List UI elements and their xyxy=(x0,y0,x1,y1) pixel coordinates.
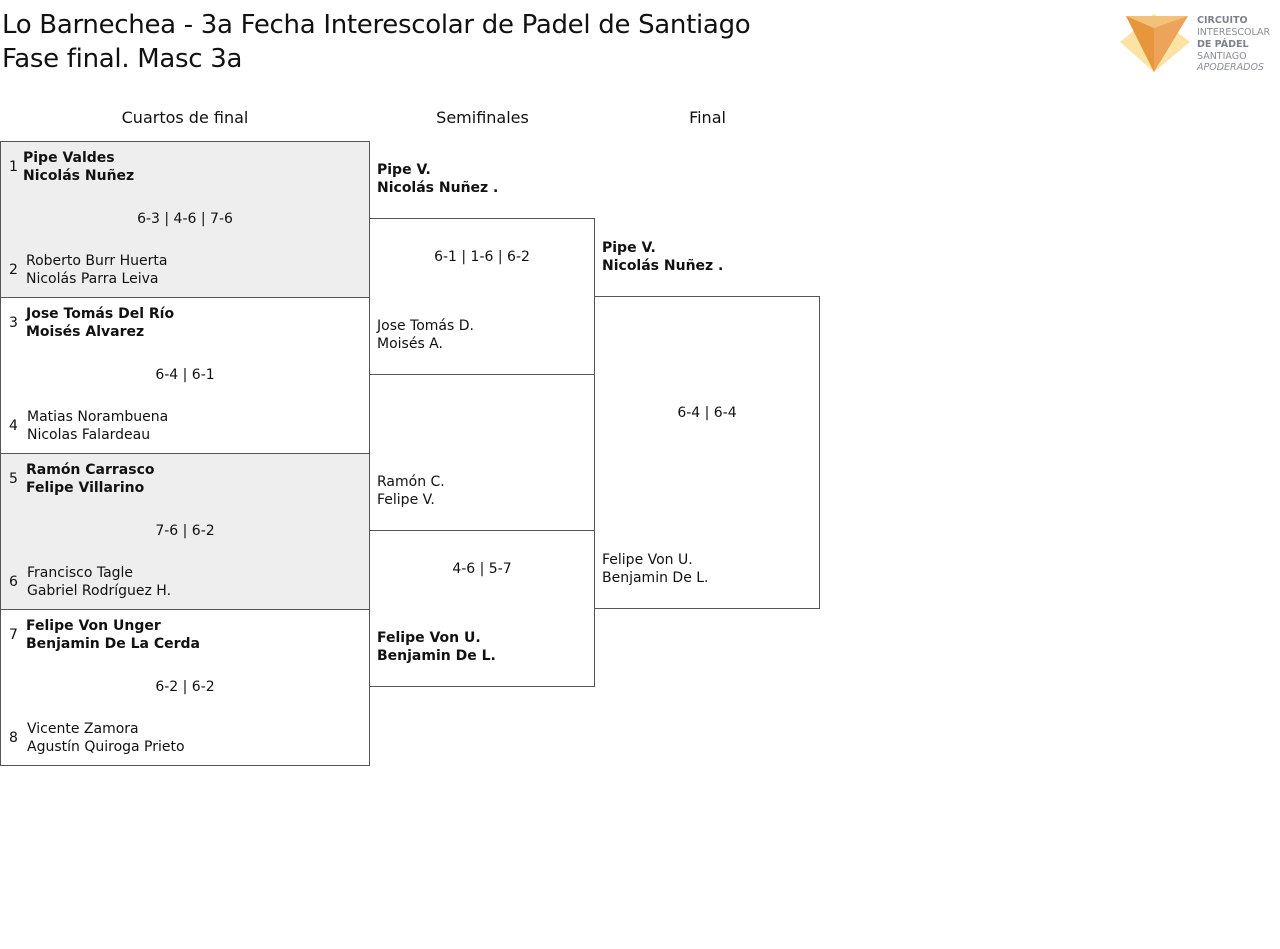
team-loser: Roberto Burr Huerta Nicolás Parra Leiva xyxy=(26,252,167,288)
final-match xyxy=(594,296,820,609)
player-name: Gabriel Rodríguez H. xyxy=(27,583,172,599)
player-name: Moisés A. xyxy=(377,336,443,352)
final-team-bottom: Felipe Von U. Benjamin De L. xyxy=(602,551,709,587)
semifinal-1-team-bottom: Jose Tomás D. Moisés A. xyxy=(377,317,474,353)
match-score: 6-3 | 4-6 | 7-6 xyxy=(137,211,233,227)
seed-number: 8 xyxy=(9,730,18,746)
team-winner: Ramón Carrasco Felipe Villarino xyxy=(26,461,155,497)
page-title: Lo Barnechea - 3a Fecha Interescolar de … xyxy=(2,8,751,76)
player-name: Matias Norambuena xyxy=(27,409,169,425)
player-name: Ramón Carrasco xyxy=(26,462,155,478)
header-semifinals: Semifinales xyxy=(436,108,529,127)
player-name: Roberto Burr Huerta xyxy=(26,253,168,269)
page-title-line2: Fase final. Masc 3a xyxy=(2,44,243,74)
match-score: 4-6 | 5-7 xyxy=(452,561,512,577)
match-score: 6-1 | 1-6 | 6-2 xyxy=(434,249,530,265)
seed-number: 1 xyxy=(9,159,18,175)
seed-number: 2 xyxy=(9,262,18,278)
player-name: Jose Tomás D. xyxy=(377,318,474,334)
logo-text-line4: SANTIAGO xyxy=(1197,51,1247,62)
match-score: 7-6 | 6-2 xyxy=(155,523,215,539)
semifinal-2-team-bottom: Felipe Von U. Benjamin De L. xyxy=(377,629,496,665)
player-name: Benjamin De L. xyxy=(377,648,496,664)
semifinal-1-team-top: Pipe V. Nicolás Nuñez . xyxy=(377,161,498,197)
player-name: Benjamin De La Cerda xyxy=(26,636,200,652)
player-name: Pipe Valdes xyxy=(23,150,115,166)
team-loser: Vicente Zamora Agustín Quiroga Prieto xyxy=(27,720,185,756)
seed-number: 3 xyxy=(9,315,18,331)
team-winner: Jose Tomás Del Río Moisés Alvarez xyxy=(26,305,174,341)
quarterfinal-match-1: 1 Pipe Valdes Nicolás Nuñez 6-3 | 4-6 | … xyxy=(0,141,370,298)
player-name: Nicolás Nuñez . xyxy=(602,258,724,274)
player-name: Benjamin De L. xyxy=(602,570,709,586)
player-name: Nicolas Falardeau xyxy=(27,427,151,443)
semifinal-2-team-top: Ramón C. Felipe V. xyxy=(377,473,445,509)
match-score: 6-4 | 6-4 xyxy=(677,405,737,421)
player-name: Nicolás Nuñez . xyxy=(377,180,499,196)
logo-text-line1: CIRCUITO xyxy=(1197,15,1248,26)
player-name: Felipe Villarino xyxy=(26,480,145,496)
player-name: Felipe V. xyxy=(377,492,435,508)
seed-number: 6 xyxy=(9,574,18,590)
player-name: Vicente Zamora xyxy=(27,721,139,737)
player-name: Ramón C. xyxy=(377,474,445,490)
match-score: 6-2 | 6-2 xyxy=(155,679,215,695)
fox-logo-icon xyxy=(1120,14,1190,72)
player-name: Felipe Von U. xyxy=(377,630,481,646)
quarterfinal-match-3: 5 Ramón Carrasco Felipe Villarino 7-6 | … xyxy=(0,453,370,610)
logo-text-line5: APODERADOS xyxy=(1197,62,1264,73)
page-title-line1: Lo Barnechea - 3a Fecha Interescolar de … xyxy=(2,10,751,40)
quarterfinal-match-4: 7 Felipe Von Unger Benjamin De La Cerda … xyxy=(0,609,370,766)
player-name: Nicolás Parra Leiva xyxy=(26,271,159,287)
header-quarterfinals: Cuartos de final xyxy=(121,108,249,127)
player-name: Pipe V. xyxy=(602,240,656,256)
final-team-top: Pipe V. Nicolás Nuñez . xyxy=(602,239,723,275)
logo-text-line2: INTERESCOLAR xyxy=(1197,27,1271,38)
seed-number: 5 xyxy=(9,471,18,487)
seed-number: 7 xyxy=(9,627,18,643)
player-name: Francisco Tagle xyxy=(27,565,134,581)
player-name: Moisés Alvarez xyxy=(26,324,145,340)
circuit-logo: CIRCUITO INTERESCOLAR DE PÁDEL SANTIAGO … xyxy=(1118,14,1280,76)
logo-text-line3: DE PÁDEL xyxy=(1197,39,1249,50)
player-name: Nicolás Nuñez xyxy=(23,168,135,184)
team-loser: Francisco Tagle Gabriel Rodríguez H. xyxy=(27,564,171,600)
match-score: 6-4 | 6-1 xyxy=(155,367,215,383)
quarterfinal-match-2: 3 Jose Tomás Del Río Moisés Alvarez 6-4 … xyxy=(0,297,370,454)
player-name: Felipe Von Unger xyxy=(26,618,161,634)
team-winner: Pipe Valdes Nicolás Nuñez xyxy=(23,149,134,185)
team-winner: Felipe Von Unger Benjamin De La Cerda xyxy=(26,617,200,653)
player-name: Pipe V. xyxy=(377,162,431,178)
seed-number: 4 xyxy=(9,418,18,434)
player-name: Agustín Quiroga Prieto xyxy=(27,739,185,755)
player-name: Jose Tomás Del Río xyxy=(26,306,175,322)
header-final: Final xyxy=(689,108,726,127)
team-loser: Matias Norambuena Nicolas Falardeau xyxy=(27,408,168,444)
player-name: Felipe Von U. xyxy=(602,552,693,568)
